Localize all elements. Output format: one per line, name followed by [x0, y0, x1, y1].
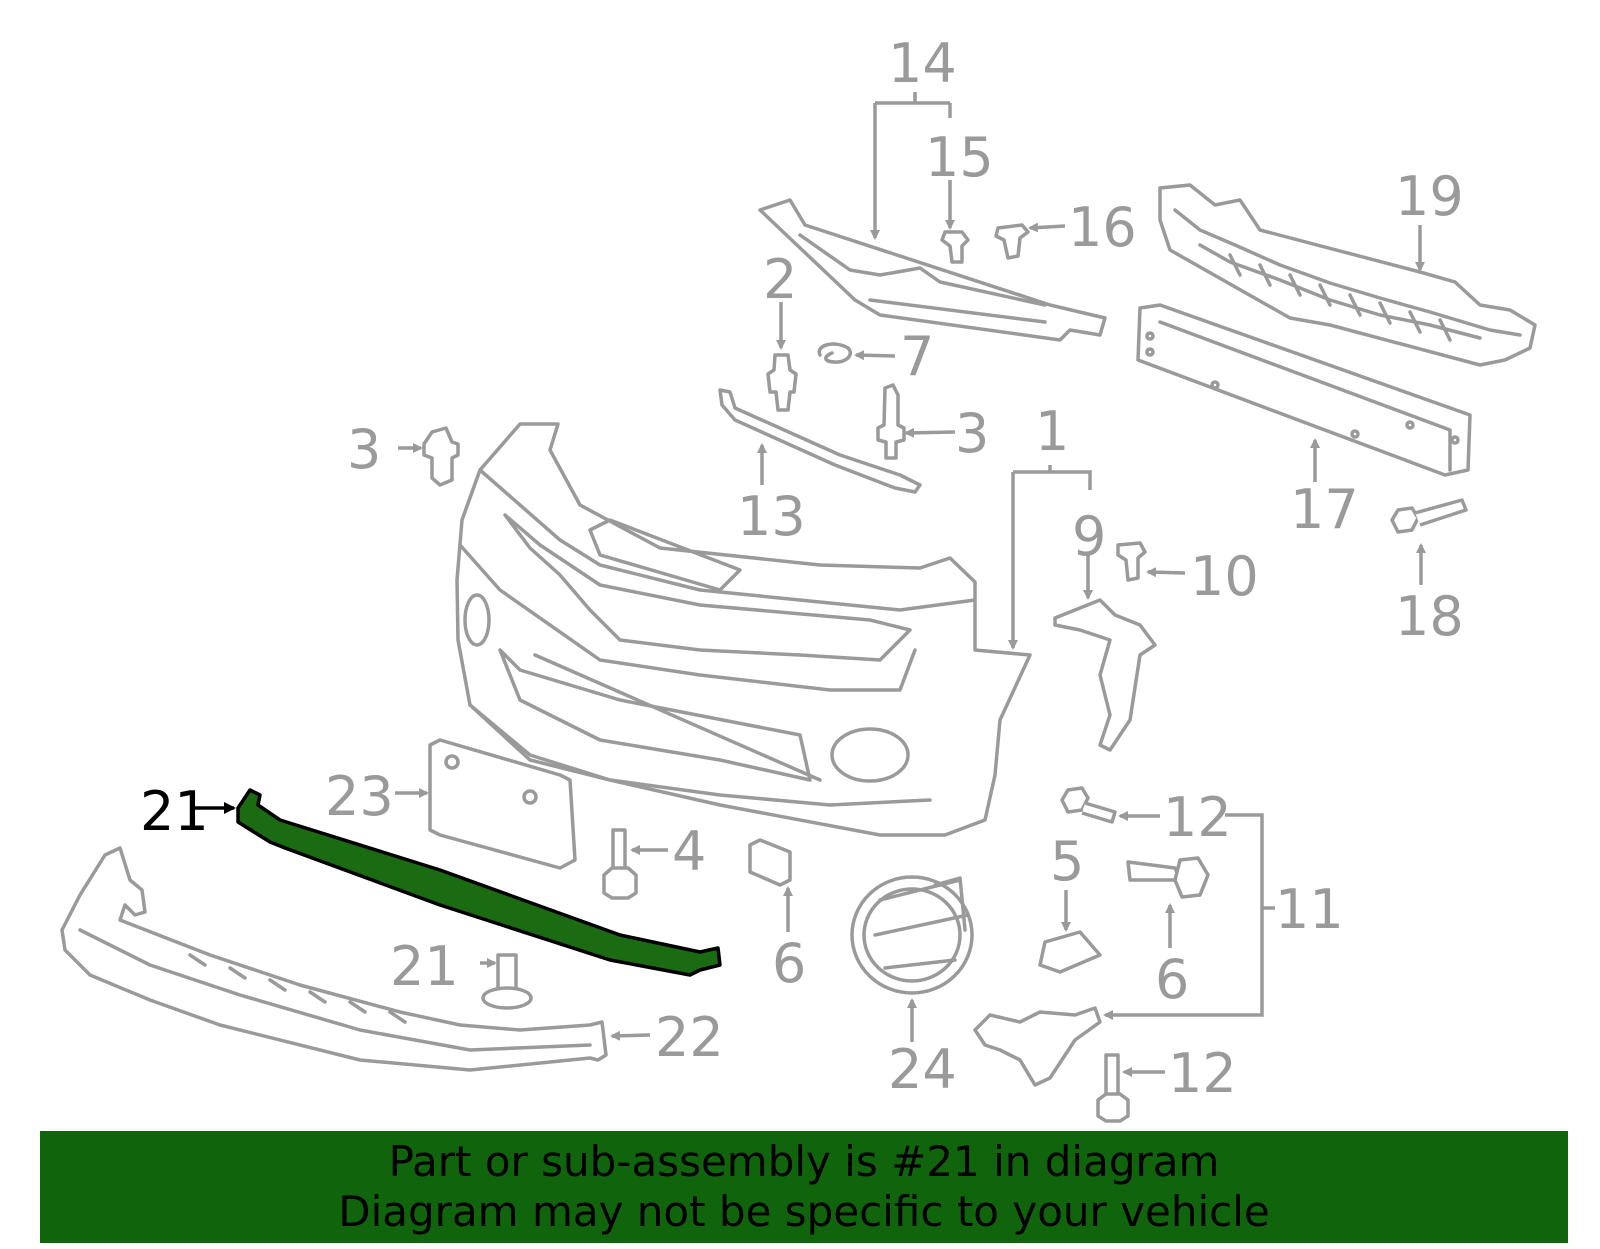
- callout-2: 2: [763, 248, 797, 311]
- callout-12: 12: [1168, 1042, 1237, 1105]
- part-9-side-bracket: [1053, 598, 1157, 752]
- part-7-clip-nut: [748, 838, 792, 887]
- callout-22: 21: [390, 935, 459, 998]
- callout-3-right: 3: [955, 402, 989, 465]
- callout-15: 14: [888, 32, 957, 95]
- part-14-trim-strip: [718, 388, 922, 494]
- banner-line-part: Part or sub-assembly is #21 in diagram: [388, 1137, 1220, 1186]
- part-6-screw: [1126, 856, 1210, 899]
- part-10-pushpin: [1116, 541, 1147, 582]
- part-2-retainer: [766, 353, 798, 412]
- part-4-bolt: [602, 828, 638, 900]
- part-1-bumper-cover: [455, 422, 1032, 837]
- callout-1: 1: [1035, 400, 1069, 463]
- part-11-bracket: [973, 1006, 1102, 1087]
- callout-16: 15: [925, 126, 994, 189]
- callout-labels: 14 15 16 19 2 7 3 3 13 1 9 10 17 18 23 4…: [140, 32, 1464, 1105]
- callout-3-left: 3: [347, 418, 381, 481]
- callout-18: 17: [1290, 478, 1359, 541]
- leader-lines: [193, 92, 1426, 1077]
- callout-7: 6: [772, 932, 806, 995]
- callout-25: 24: [888, 1038, 957, 1101]
- callout-8: 7: [900, 325, 934, 388]
- part-3-pushpin-right: [876, 383, 906, 460]
- part-17-pushpin: [994, 223, 1030, 260]
- callout-24: 23: [325, 765, 394, 828]
- part-19-bolt: [1390, 498, 1468, 534]
- part-20-energy-absorber: [1158, 183, 1537, 367]
- banner-line-disclaimer: Diagram may not be specific to your vehi…: [338, 1187, 1270, 1236]
- callout-14: 13: [737, 485, 806, 548]
- part-5-clip: [1038, 930, 1102, 974]
- part-18-impact-bar: [1136, 303, 1472, 477]
- part-12-bolt: [1096, 1053, 1130, 1123]
- callout-6: 6: [1155, 948, 1189, 1011]
- callout-23: 22: [655, 1006, 724, 1069]
- callout-4: 4: [672, 820, 706, 883]
- callout-5: 5: [1050, 830, 1084, 893]
- callout-20: 19: [1395, 165, 1464, 228]
- part-24-license-bracket: [428, 738, 577, 870]
- part-3-pushpin-left: [422, 426, 460, 487]
- part-13-bolt: [1060, 786, 1117, 824]
- callout-21-highlighted: 21: [140, 780, 209, 843]
- callout-9: 9: [1072, 505, 1106, 568]
- callout-10: 10: [1190, 545, 1259, 608]
- callout-19: 18: [1395, 585, 1464, 648]
- part-21-lower-support-highlighted: [236, 788, 722, 977]
- part-15-upper-cover: [758, 198, 1107, 342]
- callout-11: 11: [1275, 878, 1344, 941]
- part-25-fog-bezel: [850, 875, 974, 995]
- callout-17: 16: [1068, 196, 1137, 259]
- part-22-pushpin: [481, 953, 533, 1010]
- callout-13: 12: [1163, 786, 1232, 849]
- part-8-clip: [817, 342, 853, 364]
- part-16-pushpin: [940, 230, 970, 264]
- part-23-air-deflector: [60, 846, 608, 1072]
- info-banner: Part or sub-assembly is #21 in diagram D…: [40, 1131, 1568, 1243]
